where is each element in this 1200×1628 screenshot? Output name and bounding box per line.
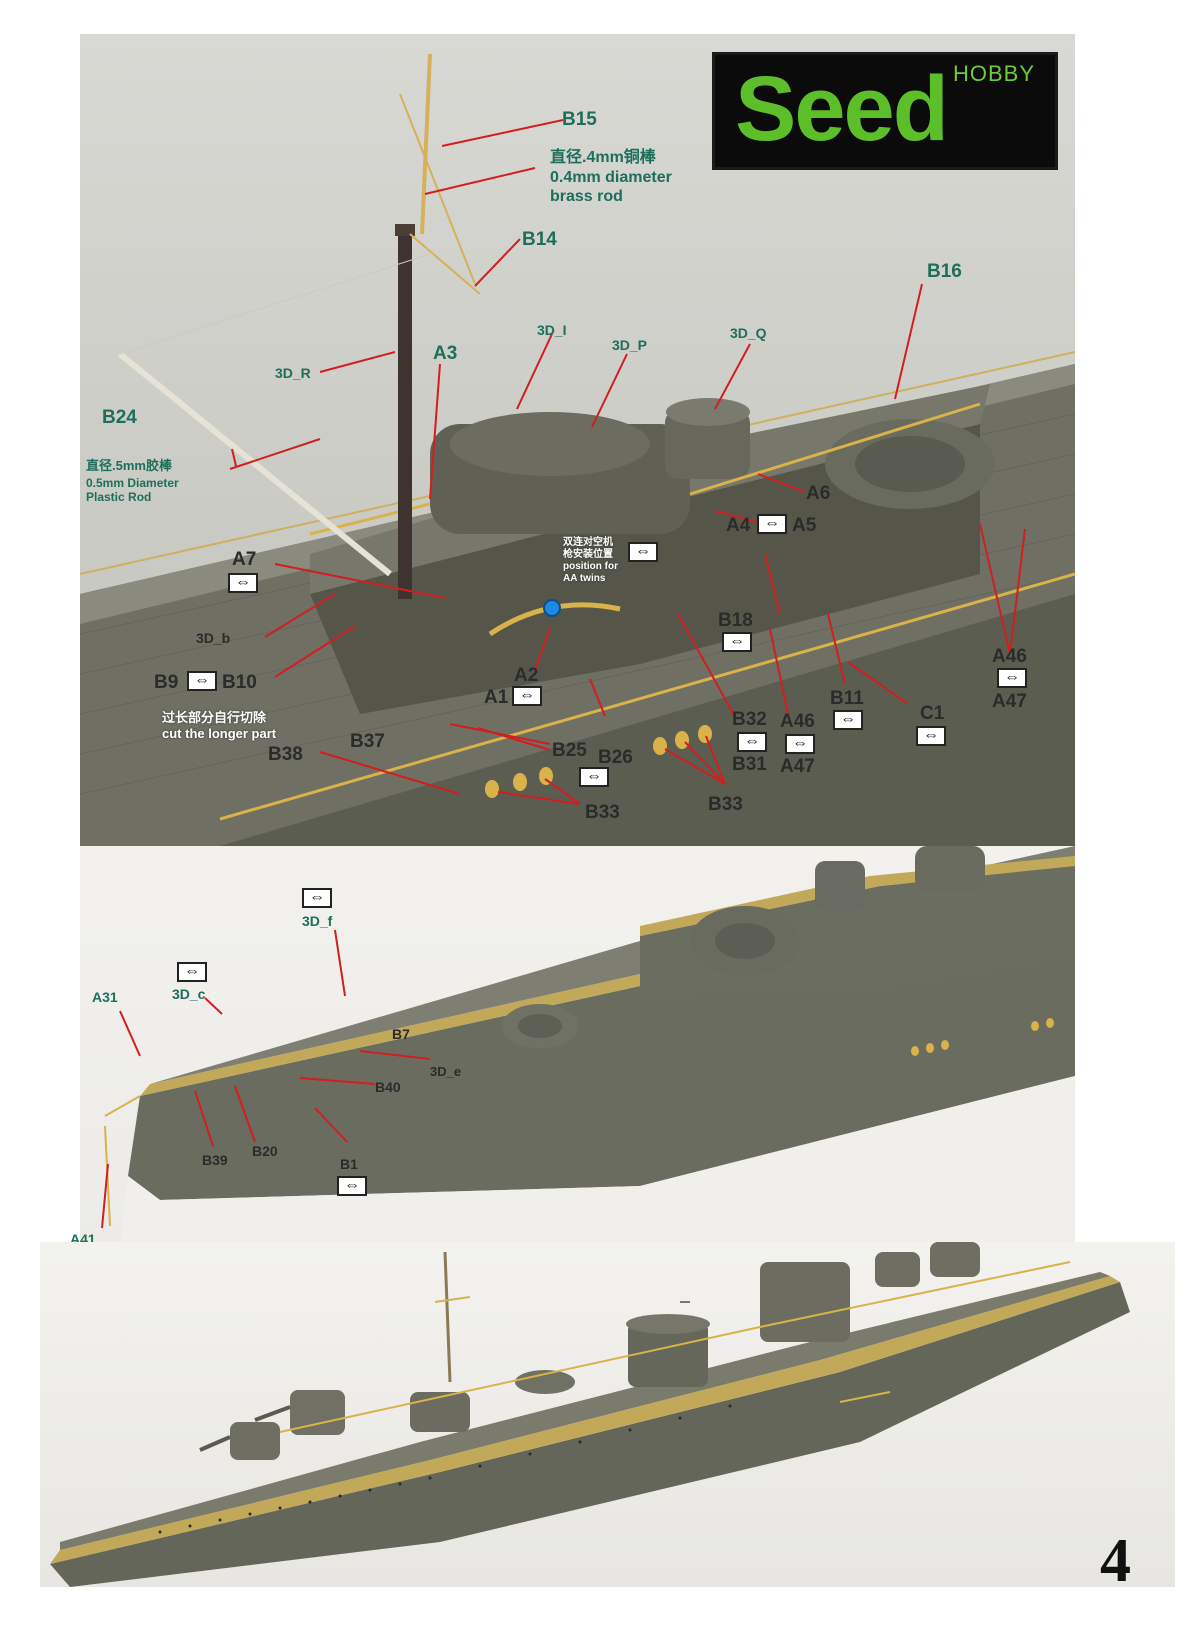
- part-label-B40: B40: [375, 1079, 401, 1095]
- full-ship-illustration: [50, 1242, 1130, 1587]
- part-label-B16: B16: [927, 261, 962, 282]
- part-label-B9: B9: [154, 672, 179, 693]
- part-label-3D_b: 3D_b: [196, 630, 231, 646]
- note-brass-rod-en1: 0.4mm diameter: [550, 169, 672, 186]
- part-label-A4: A4: [726, 515, 751, 536]
- part-label-3D_f: 3D_f: [302, 913, 333, 929]
- note-plastic-rod-en1: 0.5mm Diameter: [86, 476, 179, 490]
- part-label-A47b: A47: [992, 691, 1027, 712]
- part-label-B7: B7: [392, 1026, 410, 1042]
- part-label-A46b: A46: [992, 646, 1027, 667]
- part-label-C1: C1: [920, 703, 945, 724]
- mirror-arrow-A7: ⇔: [228, 573, 258, 593]
- part-label-3D_I: 3D_I: [537, 322, 567, 338]
- part-label-A3: A3: [433, 343, 458, 364]
- part-label-B31: B31: [732, 754, 767, 775]
- part-label-3D_R: 3D_R: [275, 365, 311, 381]
- part-label-A5: A5: [792, 515, 817, 536]
- mirror-arrow-B32-B31: ⇔: [737, 732, 767, 752]
- note-plastic-rod-en2: Plastic Rod: [86, 490, 152, 504]
- note-plastic-rod-cn: 直径.5mm胶棒: [86, 458, 172, 473]
- note-aa-en1: position for: [563, 561, 618, 572]
- note-aa-en2: AA twins: [563, 573, 606, 584]
- part-label-B33-left: B33: [585, 802, 620, 823]
- part-label-B1: B1: [340, 1156, 358, 1172]
- part-label-A7: A7: [232, 549, 257, 570]
- mirror-arrow-B11: ⇔: [833, 710, 863, 730]
- mirror-arrow-3D_c: ⇔: [177, 962, 207, 982]
- part-label-3D_Q: 3D_Q: [730, 325, 767, 341]
- note-cut-cn: 过长部分自行切除: [162, 710, 267, 725]
- logo-hobby-text: HOBBY: [952, 61, 1035, 86]
- note-cut-en: cut the longer part: [162, 726, 277, 741]
- note-aa-cn1: 双连对空机: [563, 537, 613, 548]
- mirror-arrow-B18: ⇔: [722, 632, 752, 652]
- mirror-arrow-A1: ⇔: [512, 686, 542, 706]
- part-label-A46: A46: [780, 711, 815, 732]
- part-label-A6: A6: [806, 483, 831, 504]
- note-brass-rod-en2: brass rod: [550, 188, 623, 205]
- midship-illustration: [80, 53, 1075, 846]
- part-label-3D_c: 3D_c: [172, 986, 206, 1002]
- mirror-arrow-A4-A5: ⇔: [757, 514, 787, 534]
- part-label-A31: A31: [92, 989, 118, 1005]
- mirror-arrow-B26: ⇔: [579, 767, 609, 787]
- part-label-3D_P: 3D_P: [612, 337, 648, 353]
- note-brass-rod-cn: 直径.4mm铜棒: [550, 149, 656, 166]
- part-label-3D_e: 3D_e: [430, 1064, 462, 1079]
- part-label-B11: B11: [830, 688, 864, 709]
- part-label-B37: B37: [350, 731, 385, 752]
- part-label-B33-right: B33: [708, 794, 743, 815]
- part-label-B10: B10: [222, 672, 257, 693]
- part-label-B15: B15: [562, 109, 597, 130]
- part-label-B14: B14: [522, 229, 557, 250]
- mirror-arrow-C1: ⇔: [916, 726, 946, 746]
- bow-illustration: [101, 846, 1075, 1242]
- part-label-B20: B20: [252, 1143, 278, 1159]
- page-number: 4: [1100, 1527, 1131, 1595]
- part-label-B32: B32: [732, 709, 767, 730]
- part-label-A47: A47: [780, 756, 815, 777]
- part-label-B39: B39: [202, 1152, 228, 1168]
- mirror-arrow-B1: ⇔: [337, 1176, 367, 1196]
- mirror-arrow-A46-A47-right: ⇔: [997, 668, 1027, 688]
- part-label-A1: A1: [484, 687, 509, 708]
- full-ship-photo: [40, 1242, 1175, 1587]
- seed-hobby-logo: HOBBY Seed: [712, 52, 1058, 170]
- logo-seed-text: Seed: [735, 58, 949, 160]
- part-label-B26: B26: [598, 747, 633, 768]
- part-label-B18: B18: [718, 610, 753, 631]
- mirror-arrow-3D_f: ⇔: [302, 888, 332, 908]
- part-label-A2: A2: [514, 665, 539, 686]
- detail-photo-bow: ⇔ 3D_f ⇔ 3D_c A31 B7 3D_e B40 B20 B39 B1…: [80, 846, 1075, 1242]
- note-aa-cn2: 枪安装位置: [563, 549, 613, 560]
- part-label-B38: B38: [268, 744, 303, 765]
- part-label-B24: B24: [102, 407, 137, 428]
- mirror-arrow-A46-A47: ⇔: [785, 734, 815, 754]
- mirror-arrow-aa: ⇔: [628, 542, 658, 562]
- part-label-B25: B25: [552, 740, 587, 761]
- mirror-arrow-B9-B10: ⇔: [187, 671, 217, 691]
